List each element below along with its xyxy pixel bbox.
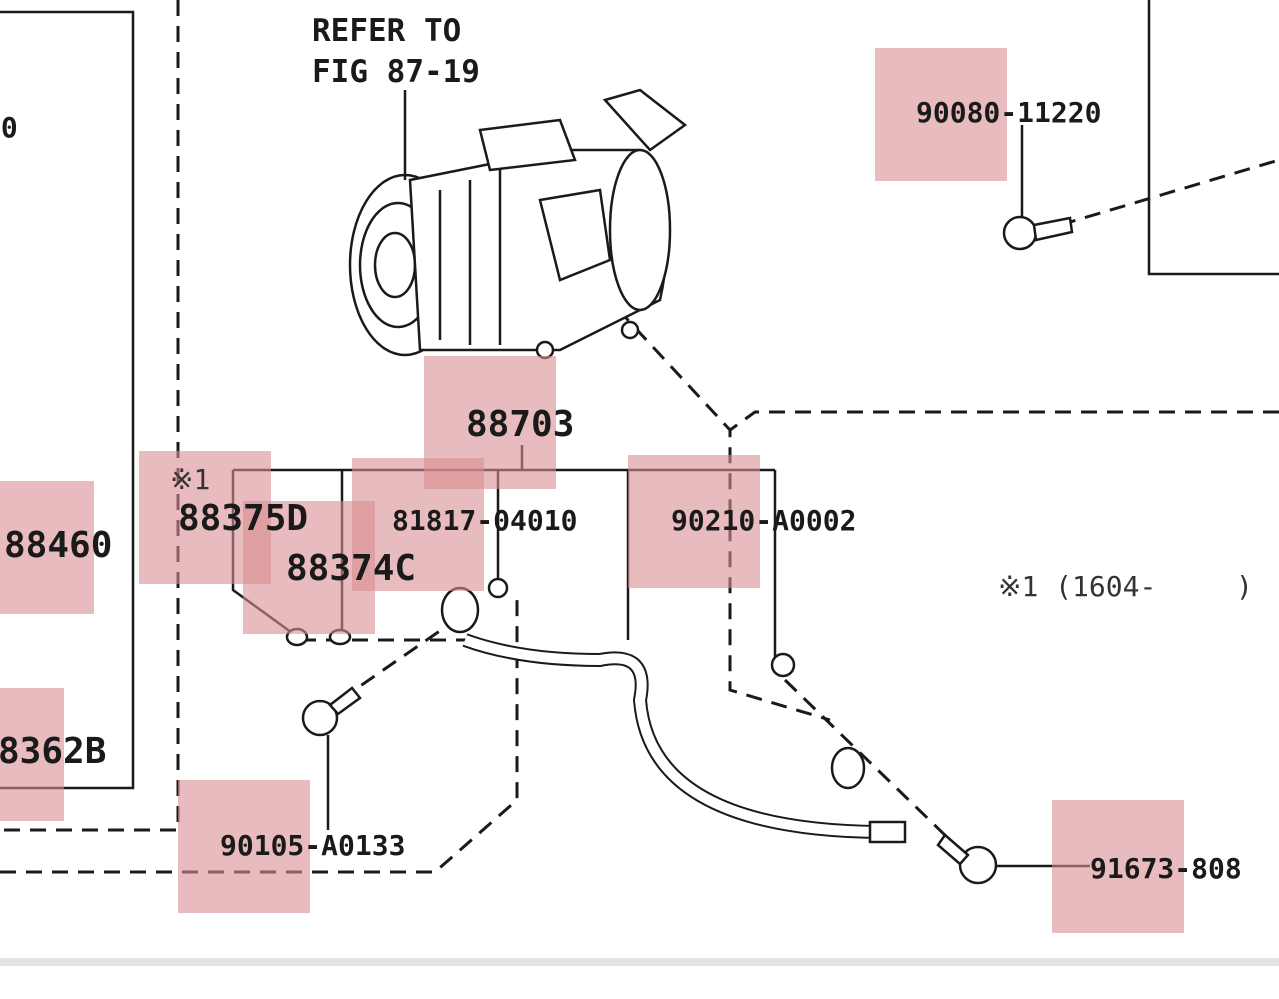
part-label-90080-11220[interactable]: 90080-11220: [916, 96, 1101, 129]
highlight-8362B[interactable]: [0, 688, 64, 821]
bottom-bar: [0, 958, 1279, 999]
refer-note-line1: REFER TO: [312, 13, 461, 49]
left-frame: [0, 10, 135, 790]
parts-diagram: REFER TO FIG 87-19: [0, 0, 1279, 933]
part-label-90210-A0002[interactable]: 90210-A0002: [671, 504, 856, 537]
refer-note-line2: FIG 87-19: [312, 54, 480, 90]
range-note: ※1 (1604-: [998, 570, 1156, 603]
highlight-81817-04010[interactable]: [352, 458, 484, 591]
highlight-91673[interactable]: [1052, 800, 1184, 933]
range-note-close: ): [1236, 570, 1253, 603]
mark-1-left: ※1: [170, 463, 210, 496]
bolt-90105-drawing: [301, 686, 362, 830]
bolt-91673-drawing: [936, 833, 1090, 885]
highlight-90210-A0002[interactable]: [628, 455, 760, 588]
part-label-88375D[interactable]: 88375D: [178, 498, 308, 539]
part-label-88374C[interactable]: 88374C: [286, 548, 416, 589]
dashed-boundary-left: [0, 0, 180, 832]
part-label-90105-A0133[interactable]: 90105-A0133: [220, 829, 405, 862]
part-label-90-partial: 90: [0, 111, 18, 144]
part-label-91673[interactable]: 91673-808: [1090, 852, 1242, 885]
highlight-90105-A0133[interactable]: [178, 780, 310, 913]
part-label-88460[interactable]: 88460: [4, 525, 112, 566]
part-label-8362B[interactable]: 8362B: [0, 731, 106, 772]
part-label-81817-04010[interactable]: 81817-04010: [392, 504, 577, 537]
bolt-90080-drawing: [1002, 125, 1074, 251]
dashed-bolt-line: [1059, 158, 1279, 227]
dashed-boundary-right: [728, 410, 1279, 722]
highlight-88460[interactable]: [0, 481, 94, 614]
hose-drawing: [440, 586, 907, 844]
dashed-hose-line-3: [783, 678, 952, 842]
highlight-90080-11220[interactable]: [875, 48, 1007, 181]
compressor-drawing: [348, 88, 688, 360]
part-label-88703[interactable]: 88703: [466, 404, 574, 445]
right-top-frame: [1147, 0, 1279, 276]
